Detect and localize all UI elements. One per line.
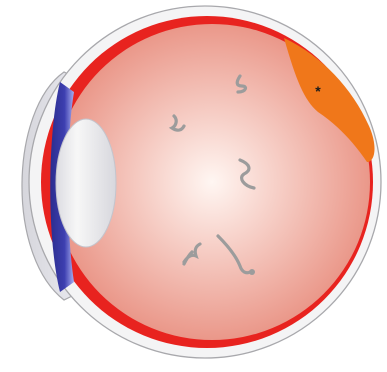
retinal-tear-marker: * [315,83,321,99]
floater-lower-right-tip [249,269,255,275]
lens [56,119,116,247]
